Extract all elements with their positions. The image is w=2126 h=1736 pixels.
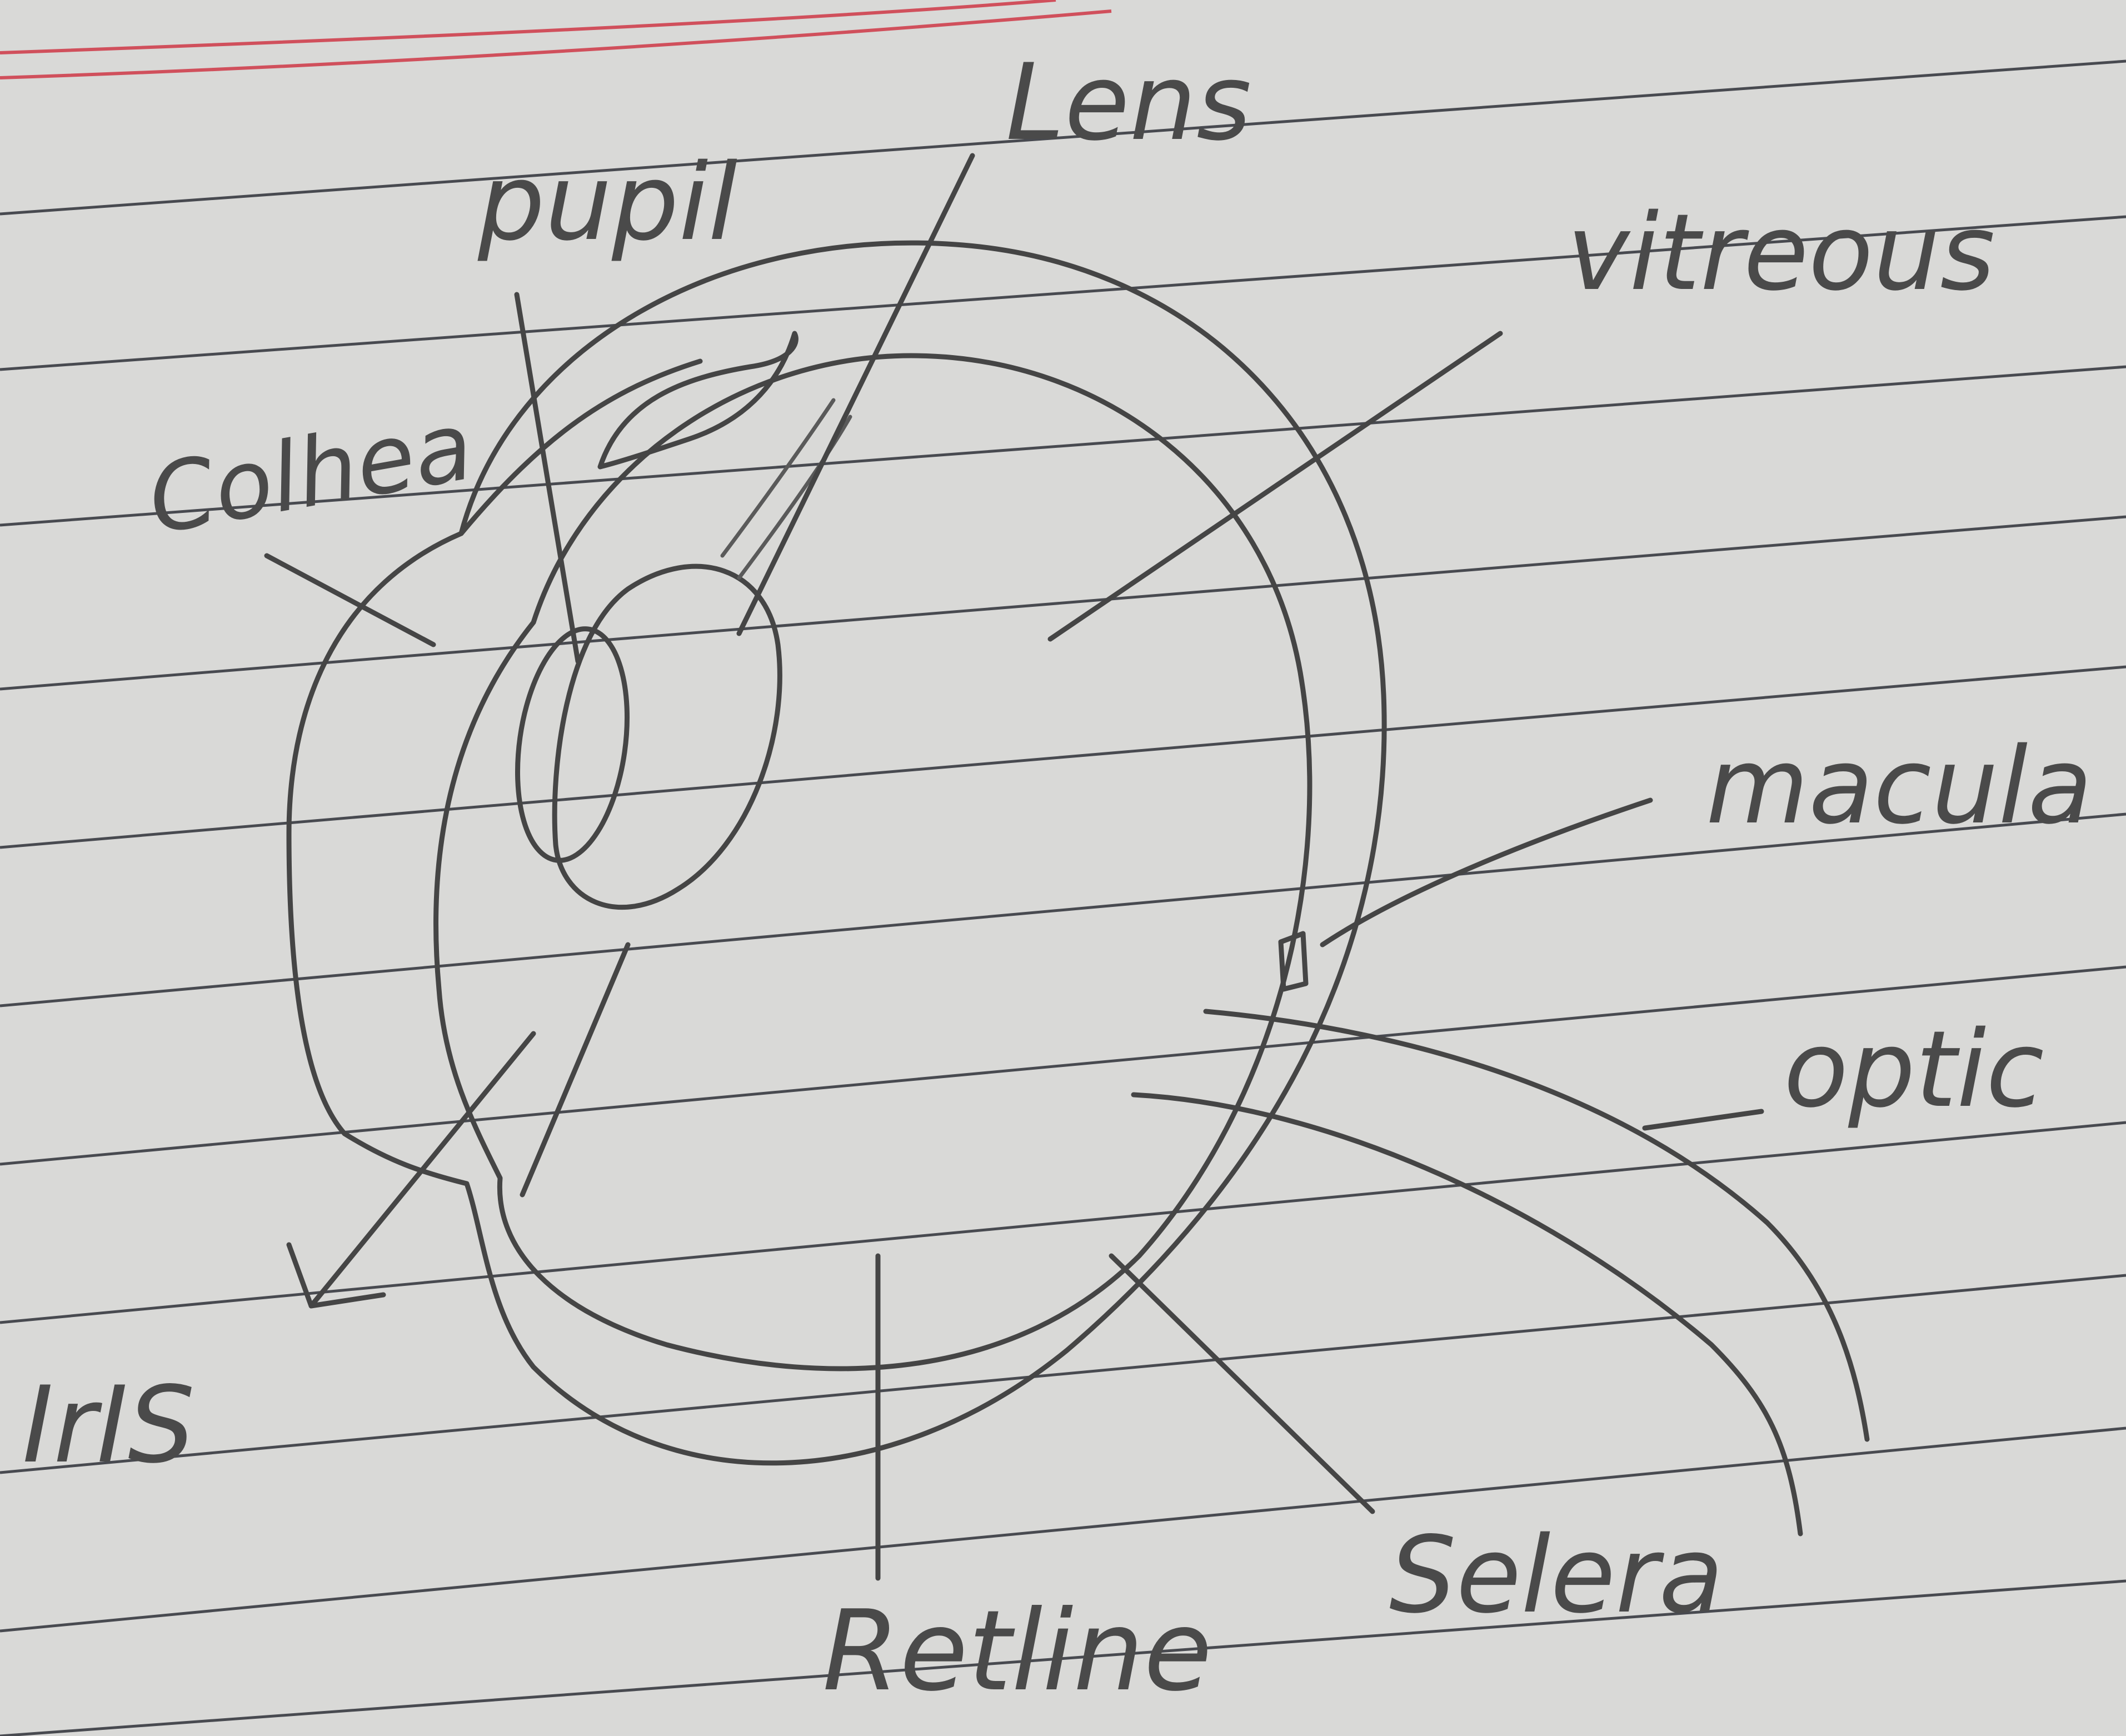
label-macula: macula (1706, 725, 2093, 847)
label-sclera: Selera (1389, 1514, 1724, 1637)
label-pupil: pupil (477, 141, 737, 264)
label-optic: optic (1784, 1008, 2044, 1131)
label-iris: IrIS (22, 1364, 195, 1486)
label-vitreous: vitreous (1567, 191, 1995, 314)
label-lens: Lens (1006, 41, 1251, 164)
label-retina: Retline (822, 1587, 1212, 1716)
